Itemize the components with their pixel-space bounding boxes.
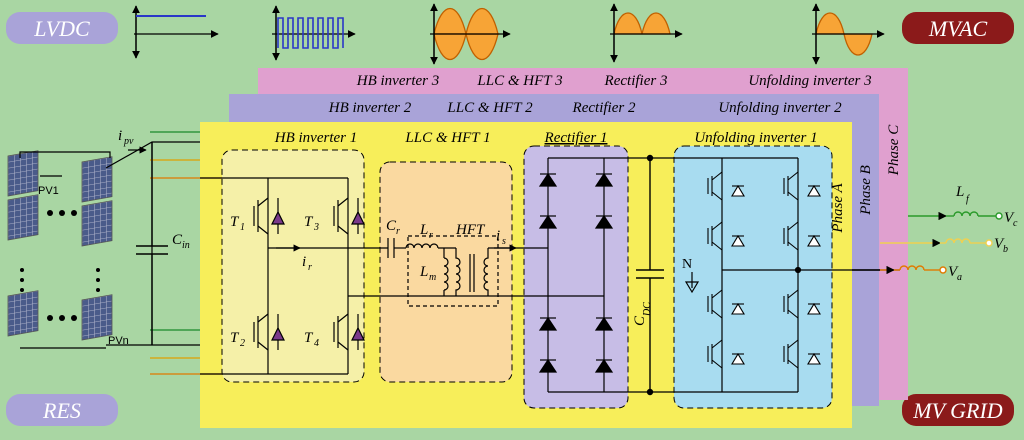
vc-sub: c — [1013, 218, 1018, 229]
lm-label: L — [419, 264, 428, 280]
vc-label: V — [1004, 210, 1015, 226]
wave-dc — [132, 5, 219, 59]
switch-t4 — [333, 313, 365, 351]
svg-text:Phase A: Phase A — [830, 183, 846, 234]
lf-sub: f — [966, 194, 970, 205]
svg-text:Unfolding inverter 3: Unfolding inverter 3 — [748, 73, 871, 89]
rectifier-1: Rectifier 1 — [523, 130, 629, 409]
svg-text:i: i — [496, 228, 500, 244]
cr-label: C — [386, 218, 397, 234]
badge-mvgrid: MV GRID — [902, 394, 1014, 426]
lm-sub: m — [429, 272, 436, 283]
is-arrow: i s — [494, 228, 517, 252]
svg-text:LVDC: LVDC — [33, 16, 90, 41]
t4-sub: 4 — [314, 338, 319, 349]
ir-arrow: i r — [276, 244, 312, 273]
svg-text:Rectifier 2: Rectifier 2 — [572, 100, 636, 116]
cin-label: C — [172, 232, 183, 248]
neutral-point: N — [682, 257, 700, 294]
svg-text:i: i — [302, 254, 306, 270]
t3-sub: 3 — [313, 222, 319, 233]
rectifier-diodes — [538, 172, 614, 373]
unfolding-inverter-1: Unfolding inverter 1 — [673, 130, 833, 409]
va-sub: a — [957, 272, 962, 283]
svg-text:Phase C: Phase C — [886, 124, 902, 176]
lr-sub: r — [429, 230, 433, 241]
t1-label: T — [230, 214, 240, 230]
cdc-label: C — [632, 315, 648, 326]
svg-text:LLC & HFT 1: LLC & HFT 1 — [404, 130, 490, 146]
svg-text:Rectifier 1: Rectifier 1 — [544, 130, 608, 146]
switch-t3 — [333, 197, 365, 235]
badge-lvdc: LVDC — [6, 12, 118, 44]
rectifier-wiring — [547, 157, 700, 393]
svg-text:RES: RES — [42, 398, 81, 423]
cin-capacitor — [136, 142, 168, 345]
vb-label: V — [994, 236, 1005, 252]
vb-sub: b — [1003, 244, 1008, 255]
pv-dots — [20, 210, 100, 321]
va-label: V — [948, 264, 959, 280]
svg-text:Unfolding inverter 1: Unfolding inverter 1 — [694, 130, 817, 146]
cdc-sub: DC — [642, 302, 653, 317]
t1-sub: 1 — [240, 222, 245, 233]
output-filter-a — [852, 265, 947, 275]
svg-text:HB inverter 1: HB inverter 1 — [274, 130, 357, 146]
svg-text:HB inverter 3: HB inverter 3 — [356, 73, 439, 89]
hb-wiring — [200, 177, 604, 375]
output-filter-b — [880, 238, 993, 248]
cr-sub: r — [396, 226, 400, 237]
svg-text:LLC & HFT 3: LLC & HFT 3 — [476, 73, 562, 89]
lr-label: L — [419, 222, 428, 238]
wave-hf-sine — [430, 3, 511, 65]
svg-text:pv: pv — [123, 136, 134, 147]
unfolding-switches — [707, 171, 821, 369]
wave-rectified — [610, 3, 683, 63]
t4-label: T — [304, 330, 314, 346]
hft-label: HFT — [455, 222, 486, 238]
t2-sub: 2 — [240, 338, 245, 349]
svg-text:s: s — [502, 236, 506, 247]
lf-label: L — [955, 184, 964, 200]
badge-res: RES — [6, 394, 118, 426]
svg-text:i: i — [118, 128, 122, 144]
svg-text:MV GRID: MV GRID — [912, 398, 1003, 423]
badge-mvac: MVAC — [902, 12, 1014, 44]
switch-t2 — [253, 313, 285, 351]
svg-text:Phase B: Phase B — [858, 165, 874, 216]
t2-label: T — [230, 330, 240, 346]
svg-text:Rectifier 3: Rectifier 3 — [604, 73, 668, 89]
switch-t1 — [253, 197, 285, 235]
svg-text:LLC & HFT 2: LLC & HFT 2 — [446, 100, 533, 116]
ipv-arrow: i pv — [118, 128, 147, 154]
t3-label: T — [304, 214, 314, 230]
cdc-capacitor — [636, 154, 664, 396]
output-filter-c — [908, 211, 1003, 221]
svg-text:HB inverter 2: HB inverter 2 — [328, 100, 412, 116]
pv1-label: PV1 — [38, 185, 59, 197]
llc-hft-1: LLC & HFT 1 — [379, 130, 513, 383]
pvn-label: PVn — [108, 335, 129, 347]
cin-sub: in — [182, 240, 190, 251]
pv-array — [7, 150, 113, 341]
svg-text:Unfolding inverter 2: Unfolding inverter 2 — [718, 100, 842, 116]
svg-text:r: r — [308, 262, 312, 273]
svg-text:N: N — [682, 257, 692, 272]
wave-ac-sine — [812, 3, 885, 65]
wave-square — [272, 5, 356, 61]
svg-text:MVAC: MVAC — [928, 16, 988, 41]
